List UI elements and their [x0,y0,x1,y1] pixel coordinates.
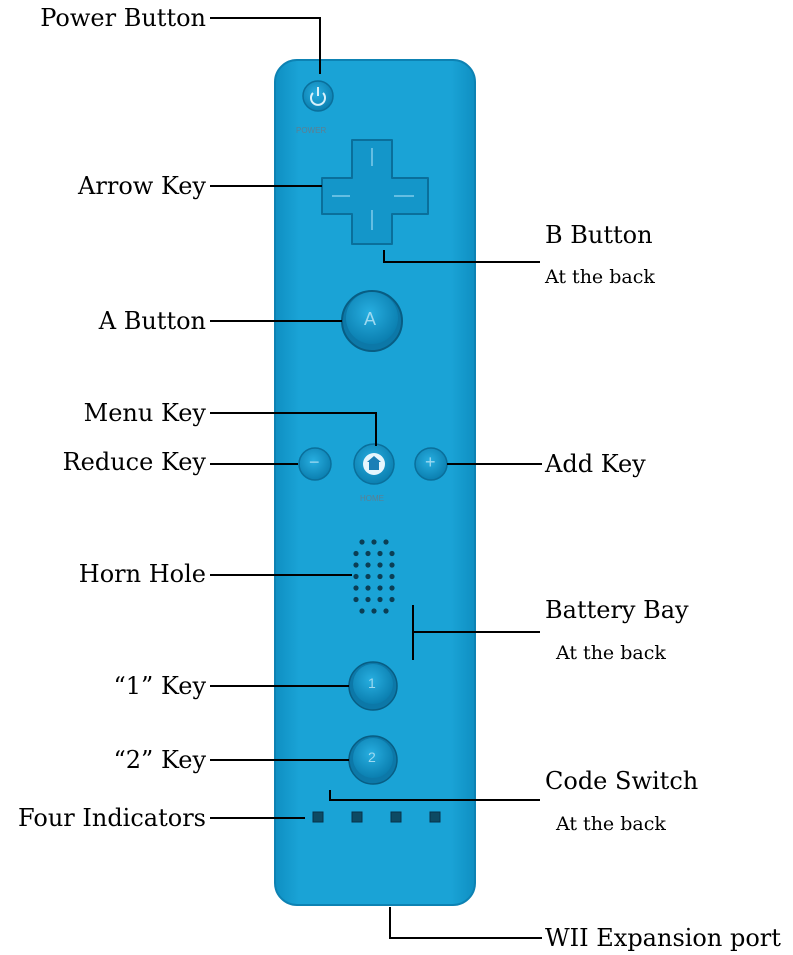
speaker-hole [353,562,359,568]
leader-b-button [383,250,540,263]
speaker-hole [353,573,359,580]
plus-glyph: + [425,452,436,472]
speaker-hole [365,573,371,580]
power-caption: POWER [296,126,327,135]
label-arrow-key: Arrow Key [78,172,206,200]
speaker-hole [365,562,371,568]
label-code-switch: Code Switch [545,767,699,795]
dpad-icon[interactable] [321,139,429,245]
note-battery-bay: At the back [556,642,666,664]
minus-button[interactable] [298,447,332,481]
speaker-hole [389,573,395,580]
speaker-hole [377,585,383,591]
one-button[interactable] [348,661,398,711]
speaker-hole [377,562,383,568]
speaker-hole [359,539,365,545]
speaker-hole [377,573,383,580]
speaker-hole [371,608,377,614]
leader-power [210,17,321,74]
indicator-led [312,811,324,823]
speaker-hole [377,596,383,603]
label-key-1: “1” Key [113,672,206,700]
speaker-hole [383,608,389,614]
label-reduce-key: Reduce Key [62,448,206,476]
leader-menu [210,412,377,446]
two-glyph: 2 [368,749,376,765]
label-power-button: Power Button [40,4,206,32]
indicator-led [390,811,402,823]
label-a-button: A Button [98,307,206,335]
speaker-grille-icon [353,539,395,614]
speaker-hole [353,585,359,591]
label-four-indicators: Four Indicators [18,804,206,832]
leader-battery [412,605,540,660]
home-button[interactable] [353,443,395,485]
speaker-hole [383,539,389,545]
power-icon [310,87,326,106]
speaker-hole [359,608,365,614]
player-indicators [312,811,441,823]
note-b-button: At the back [545,266,655,288]
speaker-hole [353,550,359,557]
label-add-key: Add Key [545,450,646,478]
leader-expansion [389,907,542,939]
label-b-button: B Button [545,221,653,249]
a-button-glyph: A [364,309,377,329]
speaker-hole [389,562,395,568]
home-caption: HOME [360,494,384,503]
speaker-hole [353,596,359,603]
speaker-hole [389,596,395,603]
note-code-switch: At the back [556,813,666,835]
power-button[interactable] [302,80,334,112]
speaker-hole [371,539,377,545]
indicator-led [429,811,441,823]
label-menu-key: Menu Key [83,399,206,427]
one-glyph: 1 [368,675,376,691]
two-button[interactable] [348,735,398,785]
label-battery-bay: Battery Bay [545,596,689,624]
speaker-hole [365,585,371,591]
minus-glyph: − [309,452,320,472]
label-horn-hole: Horn Hole [78,560,206,588]
label-expansion-port: WII Expansion port [545,924,781,952]
a-button-shape[interactable] [341,290,403,352]
label-key-2: “2” Key [113,746,206,774]
leader-code-switch [329,790,540,801]
indicator-led [351,811,363,823]
home-icon [367,456,381,470]
speaker-hole [365,550,371,557]
speaker-hole [389,585,395,591]
speaker-hole [389,550,395,557]
speaker-hole [365,596,371,603]
speaker-hole [377,550,383,557]
